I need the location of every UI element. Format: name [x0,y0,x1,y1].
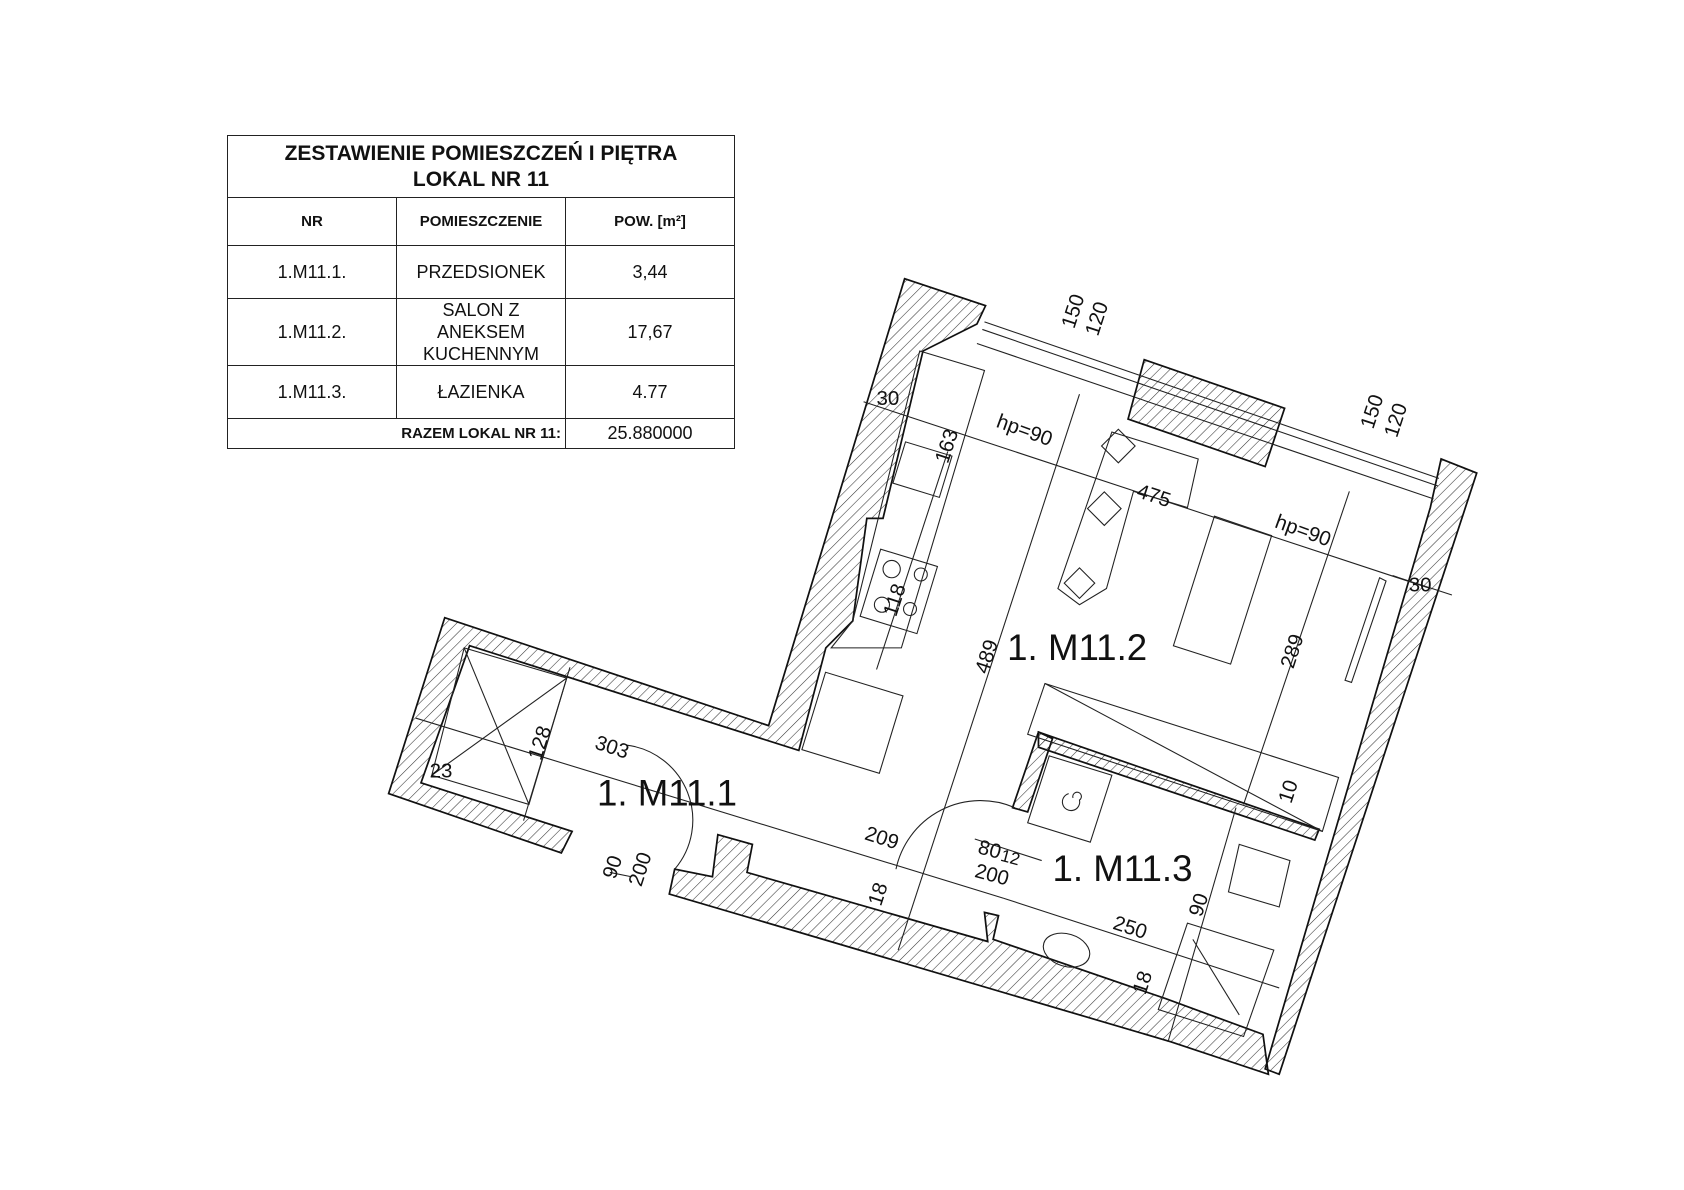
dimension-line [897,394,1081,951]
dim-128: 128 [524,723,556,763]
cell-area: 17,67 [565,298,735,366]
room-schedule-table: ZESTAWIENIE POMIESZCZEŃ I PIĘTRA LOKAL N… [227,135,735,449]
toilet [1227,843,1291,908]
window-line [982,328,1439,487]
burner [902,602,918,617]
dimension-line [1003,897,1280,989]
sofa-cushion [1086,491,1122,527]
door-swing-main [626,744,694,870]
washing-machine [1026,755,1113,843]
washing-machine-drum [1061,791,1082,812]
wall-north-west [387,277,987,855]
dim-209: 209 [862,822,902,854]
tv-unit [1344,576,1387,684]
dim-10: 10 [1274,777,1303,806]
door-swing-bath [895,800,1015,870]
cell-room: ŁAZIENKA [396,365,566,419]
cell-nr: 1.M11.1. [227,245,397,299]
cell-area: 4.77 [565,365,735,419]
header-room: POMIESZCZENIE [396,197,566,246]
room-label-entry: 1. M11.1 [597,773,737,814]
header-nr: NR [227,197,397,246]
dimension-line [1392,575,1453,596]
washbasin [1042,932,1091,968]
bathtub-line [1192,939,1240,1016]
dimension-line [1167,807,1237,1043]
bathtub [1157,922,1275,1038]
burner [882,559,901,579]
dimension-line [609,871,632,878]
storage-line [431,677,568,776]
room-line-1: SALON Z ANEKSEM [436,300,526,342]
door-main-width: 90 [598,853,627,882]
dimension-line [974,838,1042,862]
dim-303: 303 [592,731,632,763]
table-total-row: RAZEM LOKAL NR 11: 25.880000 [227,418,735,449]
shower-line [1044,683,1323,832]
title-line-1: ZESTAWIENIE POMIESZCZEŃ I PIĘTRA [284,141,678,165]
dim-wall-east: 30 [1409,574,1432,597]
sofa-cushion [1063,567,1096,600]
dim-489: 489 [971,637,1003,677]
dim-289: 289 [1276,631,1308,671]
burner [913,567,928,582]
cell-room: PRZEDSIONEK [396,245,566,299]
dim-23: 23 [430,759,453,782]
wall-east [1264,457,1478,1076]
total-value: 25.880000 [565,418,735,449]
dimension-line [876,451,949,670]
door-bath-extra: 12 [999,845,1023,869]
coffee-table [1172,515,1273,665]
fridge [801,671,904,775]
window-line [984,321,1440,479]
room-label-living: 1. M11.2 [1007,627,1147,668]
chimney [1127,358,1286,468]
table-row: 1.M11.1. PRZEDSIONEK 3,44 [227,245,735,299]
room-label-bath: 1. M11.3 [1053,848,1193,889]
table-header: NR POMIESZCZENIE POW. [m²] [227,197,735,246]
dim-sill-height-2: hp=90 [1272,510,1334,551]
room-line-2: KUCHENNYM [422,344,539,364]
door-main-height: 200 [624,849,656,889]
dim-90: 90 [1184,891,1213,920]
dimension-line [415,717,1005,899]
table-title: ZESTAWIENIE POMIESZCZEŃ I PIĘTRA LOKAL N… [227,135,735,198]
dim-18-left: 18 [864,880,893,909]
cell-nr: 1.M11.2. [227,298,397,366]
wall-south [668,833,1270,1076]
cell-nr: 1.M11.3. [227,365,397,419]
header-area: POW. [m²] [565,197,735,246]
dim-wall-west: 30 [877,387,900,410]
dim-475: 475 [1134,480,1174,512]
table-row: 1.M11.3. ŁAZIENKA 4.77 [227,365,735,419]
dim-250: 250 [1110,911,1150,943]
dim-163: 163 [931,426,963,466]
burner [873,596,891,613]
title-line-2: LOKAL NR 11 [412,167,550,191]
dim-sill-height-1: hp=90 [994,410,1056,451]
kitchen-counter [830,350,986,649]
wall-bathroom-west [1011,730,1054,814]
sofa [1057,431,1199,606]
sofa-cushion [1100,428,1136,464]
cell-area: 3,44 [565,245,735,299]
window-line [976,342,1434,500]
cooktop [859,548,939,635]
storage-line [463,647,530,805]
kitchen-sink [892,441,953,499]
